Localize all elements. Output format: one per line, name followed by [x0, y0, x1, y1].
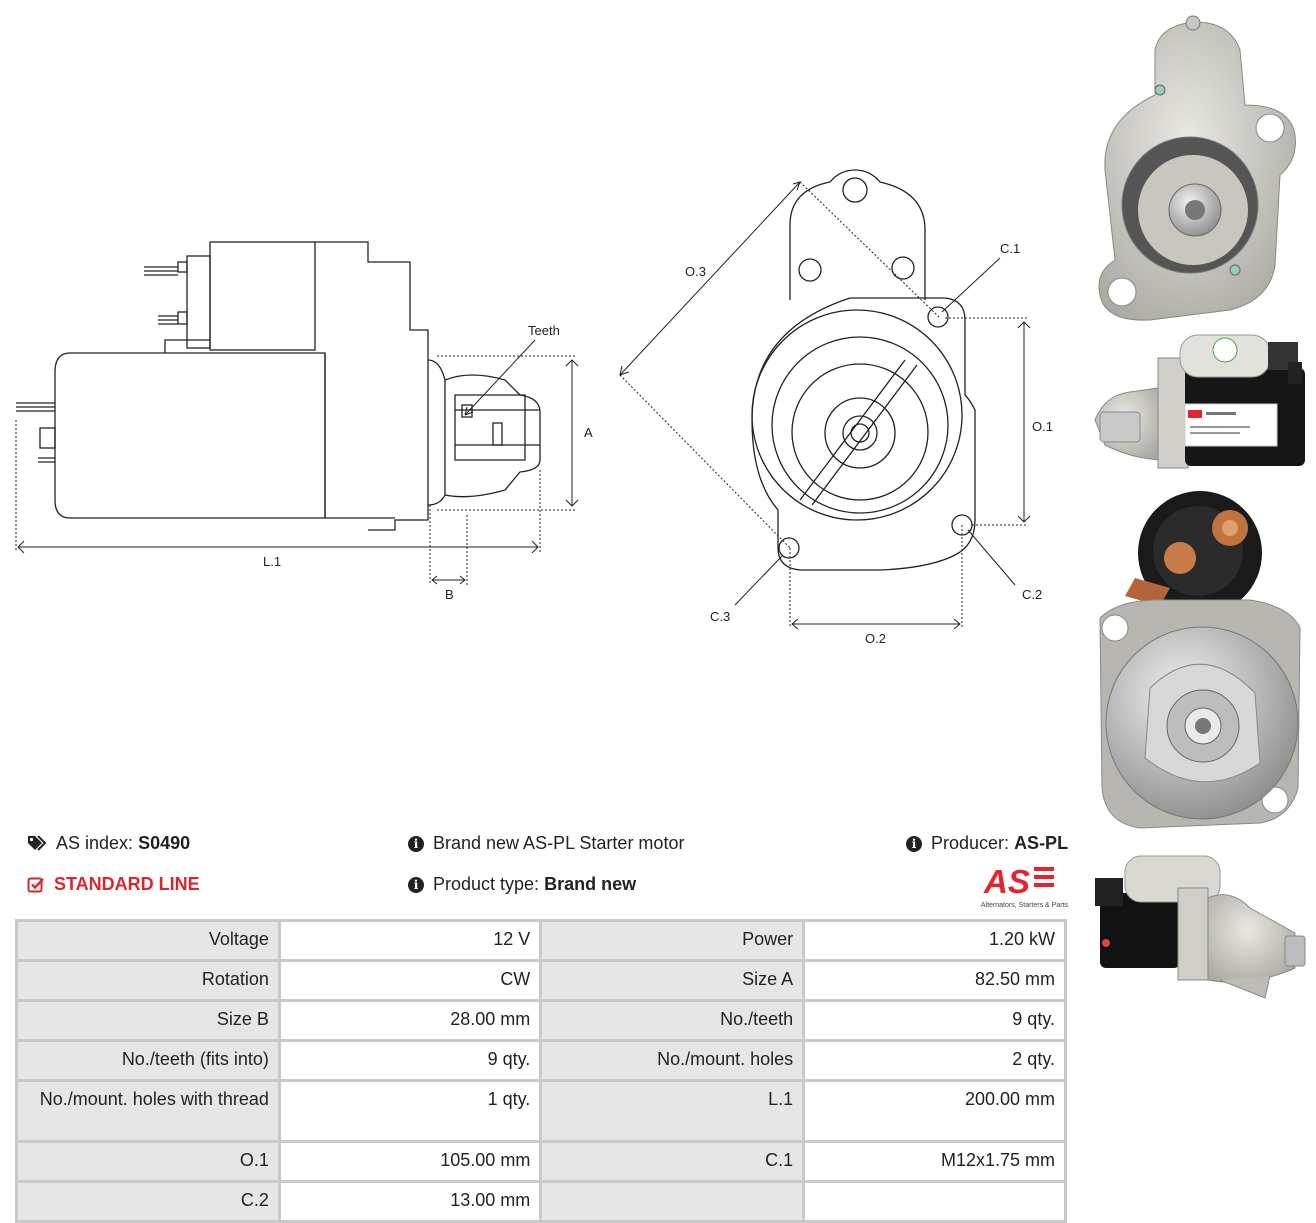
table-row: Rotation CW Size A 82.50 mm — [18, 962, 1064, 999]
spec-value — [805, 1183, 1064, 1220]
spec-label: No./mount. holes — [542, 1042, 803, 1079]
spec-value: 13.00 mm — [280, 1183, 540, 1220]
producer-label: Producer: — [931, 833, 1010, 853]
product-photo-side-label[interactable] — [1090, 330, 1310, 480]
table-row: C.2 13.00 mm — [18, 1183, 1064, 1220]
spec-label: Power — [542, 922, 803, 959]
spec-value: M12x1.75 mm — [805, 1143, 1064, 1180]
as-pl-logo: AS Alternators, Starters & Parts — [960, 862, 1068, 909]
tags-icon — [28, 835, 47, 851]
as-index-label: AS index: — [56, 833, 134, 853]
product-photo-side-black[interactable] — [1090, 848, 1310, 1008]
spec-label: C.1 — [542, 1143, 803, 1180]
product-photo-front[interactable] — [1090, 10, 1310, 328]
logo-mark-text: AS — [983, 863, 1030, 896]
spec-value: CW — [280, 962, 540, 999]
description-text: Brand new AS-PL Starter motor — [433, 833, 685, 853]
table-row: Voltage 12 V Power 1.20 kW — [18, 922, 1064, 959]
spec-label: Rotation — [18, 962, 278, 999]
as-index-value: S0490 — [138, 833, 191, 853]
front-view-drawing — [751, 169, 976, 571]
label-b: B — [445, 587, 454, 602]
spec-label: O.1 — [18, 1143, 278, 1180]
table-row: No./mount. holes with thread 1 qty. L.1 … — [18, 1082, 1064, 1140]
product-type-value: Brand new — [544, 874, 637, 894]
standard-line-label: STANDARD LINE — [54, 874, 200, 894]
product-photo-rear[interactable] — [1090, 488, 1310, 836]
spec-value: 1 qty. — [280, 1082, 540, 1140]
spec-value: 2 qty. — [805, 1042, 1064, 1079]
info-icon: i — [906, 835, 922, 852]
as-index: AS index: S0490 — [27, 833, 190, 854]
info-icon: i — [408, 835, 424, 852]
side-view-drawing — [16, 241, 541, 531]
label-o2: O.2 — [865, 631, 886, 646]
spec-value: 28.00 mm — [280, 1002, 540, 1039]
label-teeth: Teeth — [528, 323, 560, 338]
spec-value: 200.00 mm — [805, 1082, 1064, 1140]
spec-label: L.1 — [542, 1082, 803, 1140]
spec-label: Voltage — [18, 922, 278, 959]
as-pl-logo-mark: AS — [983, 863, 1054, 900]
spec-label: C.2 — [18, 1183, 278, 1220]
label-l1: L.1 — [263, 554, 281, 569]
spec-value: 9 qty. — [280, 1042, 540, 1079]
spec-label: Size B — [18, 1002, 278, 1039]
spec-value: 12 V — [280, 922, 540, 959]
label-c2: C.2 — [1022, 587, 1042, 602]
product-description: i Brand new AS-PL Starter motor — [408, 833, 684, 854]
spec-label: Size A — [542, 962, 803, 999]
table-row: O.1 105.00 mm C.1 M12x1.75 mm — [18, 1143, 1064, 1180]
technical-drawing: Teeth A L.1 B O.3 C.1 O.1 C.2 C.3 O.2 — [15, 169, 1053, 646]
spec-value: 9 qty. — [805, 1002, 1064, 1039]
producer: i Producer: AS-PL — [906, 833, 1068, 854]
check-square-icon — [27, 877, 44, 892]
producer-value: AS-PL — [1014, 833, 1069, 853]
info-icon: i — [408, 876, 424, 893]
spec-value: 105.00 mm — [280, 1143, 540, 1180]
table-row: No./teeth (fits into) 9 qty. No./mount. … — [18, 1042, 1064, 1079]
spec-label: No./mount. holes with thread — [18, 1082, 278, 1140]
product-type: i Product type: Brand new — [408, 874, 636, 895]
label-c3: C.3 — [710, 609, 730, 624]
spec-table: Voltage 12 V Power 1.20 kW Rotation CW S… — [15, 919, 1067, 1223]
spec-label: No./teeth — [542, 1002, 803, 1039]
label-o1: O.1 — [1032, 419, 1053, 434]
standard-line-badge: STANDARD LINE — [27, 874, 200, 895]
label-o3: O.3 — [685, 264, 706, 279]
table-row: Size B 28.00 mm No./teeth 9 qty. — [18, 1002, 1064, 1039]
spec-label — [542, 1183, 803, 1220]
spec-label: No./teeth (fits into) — [18, 1042, 278, 1079]
label-a: A — [584, 425, 593, 440]
spec-value: 1.20 kW — [805, 922, 1064, 959]
product-type-label: Product type: — [433, 874, 540, 894]
spec-value: 82.50 mm — [805, 962, 1064, 999]
logo-tagline: Alternators, Starters & Parts — [980, 902, 1068, 909]
label-c1: C.1 — [1000, 241, 1020, 256]
